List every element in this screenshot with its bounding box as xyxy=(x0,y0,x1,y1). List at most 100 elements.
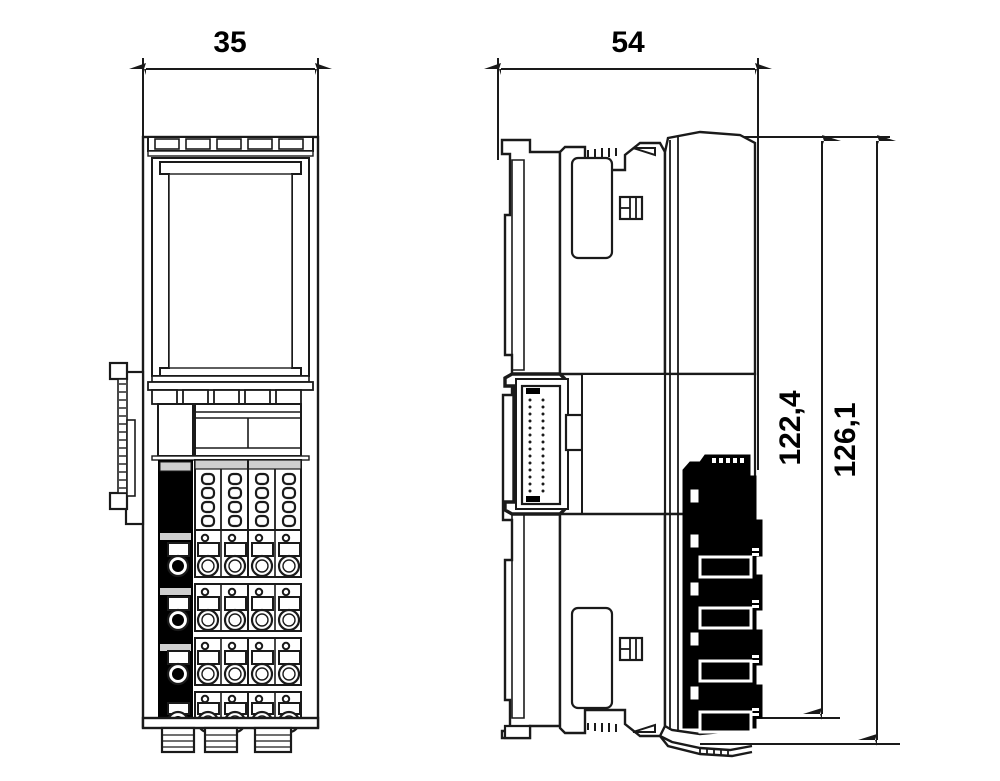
block-terminal-slot xyxy=(698,659,753,683)
front-plug-body xyxy=(194,403,302,457)
clamp-lever[interactable] xyxy=(197,650,220,665)
test-point[interactable] xyxy=(281,533,291,543)
test-point[interactable] xyxy=(254,641,264,651)
clamp-lever[interactable] xyxy=(278,596,301,611)
led-indicator xyxy=(200,500,216,514)
terminal-screw-core xyxy=(255,613,269,627)
header-pin xyxy=(541,405,545,409)
test-point[interactable] xyxy=(200,694,210,704)
front-led-block xyxy=(194,459,302,531)
bus-strip-marker xyxy=(160,533,191,540)
bottom-tab xyxy=(203,726,239,754)
clamp-lever[interactable] xyxy=(224,542,247,557)
test-point[interactable] xyxy=(200,587,210,597)
terminal-screw-core xyxy=(282,667,296,681)
test-point[interactable] xyxy=(227,641,237,651)
header-pin xyxy=(528,454,532,458)
led-indicator xyxy=(227,486,243,500)
clamp-lever[interactable] xyxy=(167,542,190,557)
side-latch-ridges-upper xyxy=(587,148,617,157)
top-notch xyxy=(154,138,180,150)
header-pin xyxy=(528,419,532,423)
top-notch xyxy=(278,138,304,150)
side-rear-shell-inner-top xyxy=(511,159,525,371)
test-point[interactable] xyxy=(200,641,210,651)
led-indicator xyxy=(200,514,216,528)
test-point[interactable] xyxy=(254,533,264,543)
clamp-lever[interactable] xyxy=(278,650,301,665)
terminal-block-ridges xyxy=(752,548,759,716)
header-pin xyxy=(541,461,545,465)
block-ridge xyxy=(752,548,759,551)
clamp-lever[interactable] xyxy=(251,542,274,557)
terminal-row[interactable] xyxy=(166,583,302,632)
bus-strip-marker xyxy=(160,588,191,595)
test-point[interactable] xyxy=(281,587,291,597)
terminal-screw-core xyxy=(172,614,184,626)
test-point[interactable] xyxy=(227,587,237,597)
block-marker-square xyxy=(690,686,699,700)
header-pin xyxy=(528,447,532,451)
clamp-lever[interactable] xyxy=(224,650,247,665)
clamp-lever[interactable] xyxy=(251,596,274,611)
led-indicator-grid xyxy=(200,472,297,528)
test-point[interactable] xyxy=(281,694,291,704)
terminal-screw-core xyxy=(228,559,242,573)
test-point[interactable] xyxy=(254,587,264,597)
led-indicator xyxy=(281,500,297,514)
header-pin xyxy=(541,426,545,430)
front-top-seam xyxy=(147,150,314,157)
mid-notch xyxy=(275,389,302,405)
clamp-lever[interactable] xyxy=(278,542,301,557)
block-top-notch xyxy=(712,458,716,463)
clamp-lever[interactable] xyxy=(197,542,220,557)
clamp-lever[interactable] xyxy=(251,650,274,665)
header-pin xyxy=(528,405,532,409)
mid-notch xyxy=(182,389,209,405)
terminal-screw-core xyxy=(172,668,184,680)
terminal-screw-core xyxy=(255,667,269,681)
clamp-lever[interactable] xyxy=(197,596,220,611)
led-indicator xyxy=(254,486,270,500)
test-point[interactable] xyxy=(227,694,237,704)
mid-notch xyxy=(244,389,271,405)
clamp-lever[interactable] xyxy=(167,650,190,665)
terminal-row[interactable] xyxy=(166,529,302,578)
header-pin xyxy=(541,475,545,479)
clamp-levers[interactable] xyxy=(167,542,301,557)
led-indicator xyxy=(200,472,216,486)
test-point[interactable] xyxy=(200,533,210,543)
front-view xyxy=(108,135,320,754)
block-ridge xyxy=(752,708,759,711)
led-indicator xyxy=(254,472,270,486)
header-pin xyxy=(528,489,532,493)
terminal-screw-core xyxy=(282,559,296,573)
header-pin xyxy=(528,426,532,430)
clamp-lever[interactable] xyxy=(224,596,247,611)
test-point[interactable] xyxy=(281,641,291,651)
front-key-block xyxy=(157,403,194,457)
header-pin xyxy=(541,433,545,437)
side-slide-switch-lower[interactable] xyxy=(618,636,644,662)
header-pin xyxy=(541,398,545,402)
side-upper-pad xyxy=(570,156,614,260)
led-block-header xyxy=(194,459,249,470)
front-top-notches xyxy=(154,138,304,150)
terminal-block-top-serration xyxy=(712,458,744,463)
header-pin xyxy=(528,398,532,402)
test-point[interactable] xyxy=(227,533,237,543)
test-point[interactable] xyxy=(254,694,264,704)
terminal-row[interactable] xyxy=(166,637,302,686)
front-mid-notches xyxy=(151,389,302,405)
side-slide-switch-upper[interactable] xyxy=(618,195,644,221)
dimension-label-126-1: 126,1 xyxy=(829,402,862,477)
terminal-screw-core xyxy=(201,667,215,681)
clamp-levers[interactable] xyxy=(167,596,301,611)
dimension-width-front: 35 xyxy=(129,26,332,140)
side-snap-foot xyxy=(659,734,753,752)
clamp-lever[interactable] xyxy=(167,596,190,611)
header-pin xyxy=(541,419,545,423)
clamp-levers[interactable] xyxy=(167,650,301,665)
